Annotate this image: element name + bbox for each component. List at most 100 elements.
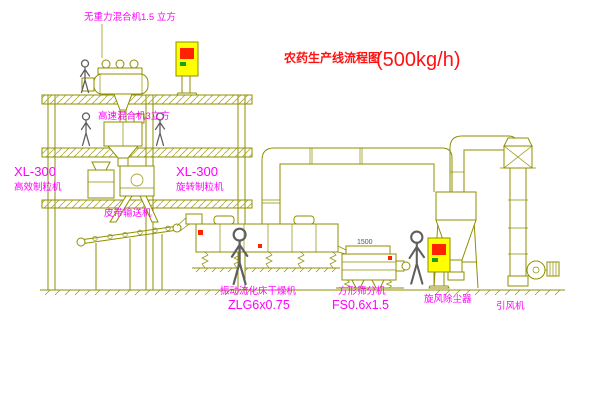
sieve-decks bbox=[342, 261, 396, 271]
fan-motor-fins bbox=[545, 262, 557, 276]
sieve-discharge-cone bbox=[371, 279, 385, 289]
label-square-sieve-model: FS0.6x1.5 bbox=[332, 298, 389, 312]
sieve-indicator bbox=[388, 256, 392, 260]
title-block: 农药生产线流程图 (500kg/h) bbox=[283, 49, 461, 71]
belt-roller bbox=[107, 233, 113, 240]
mixer-discharge-cone bbox=[113, 93, 133, 111]
duct2-inner-wall bbox=[463, 149, 507, 192]
cabinet2-screen bbox=[432, 244, 446, 255]
dryer-springs bbox=[201, 251, 337, 269]
hs-mixer-pipe bbox=[117, 157, 129, 167]
control-cabinet-2 bbox=[427, 237, 451, 289]
granulator-left bbox=[87, 161, 115, 199]
cyclone-drop-pipe bbox=[449, 259, 463, 273]
dryer-top-port bbox=[293, 215, 315, 225]
sieve-discharge-cone bbox=[351, 279, 365, 289]
dryer-top-port bbox=[213, 215, 235, 225]
dryer-indicator bbox=[258, 244, 262, 248]
belt-roller bbox=[92, 235, 98, 242]
high-speed-mixer bbox=[103, 113, 145, 167]
label-fluid-bed-dryer: 振动流化床干燥机 bbox=[220, 285, 297, 297]
label-gravity-free-mixer: 无重力混合机1.5 立方 bbox=[84, 11, 176, 23]
mixer-port bbox=[129, 59, 139, 69]
cyclone-rotary-valve bbox=[447, 271, 465, 281]
label-induced-draft-fan: 引风机 bbox=[496, 300, 525, 312]
belt-pulley-head bbox=[172, 223, 182, 233]
belt-roller bbox=[165, 225, 171, 231]
label-center-granulator-name: 旋转制粒机 bbox=[176, 181, 224, 193]
diagram-title: 农药生产线流程图 bbox=[283, 50, 380, 65]
ground-hatching-right bbox=[434, 289, 561, 296]
duct-outer-wall bbox=[261, 147, 453, 224]
dryer-inlet-hopper bbox=[185, 213, 203, 225]
floor-slab-1 bbox=[41, 94, 253, 105]
mixer-port bbox=[115, 59, 125, 69]
cabinet2-stand bbox=[433, 272, 445, 286]
ground bbox=[40, 267, 565, 296]
sieve-inlet bbox=[345, 245, 391, 255]
gravity-free-mixer bbox=[81, 24, 149, 123]
belt-frame bbox=[79, 225, 179, 245]
diagram-capacity: (500kg/h) bbox=[376, 49, 461, 71]
granulator-left-hopper bbox=[91, 161, 111, 171]
granulator-center-body bbox=[119, 165, 155, 197]
granulator-left-body bbox=[87, 169, 115, 199]
label-high-speed-mixer: 高速混合机3立方 bbox=[98, 110, 170, 122]
stack-flanges bbox=[508, 199, 528, 255]
floor-slab-2 bbox=[41, 147, 253, 158]
belt-roller bbox=[137, 229, 143, 235]
granulator-center bbox=[109, 165, 159, 223]
sieve-body bbox=[341, 253, 397, 281]
control-cabinet-1 bbox=[175, 41, 199, 96]
fan-hub bbox=[532, 266, 540, 274]
sieve-motor bbox=[401, 261, 411, 271]
belt-legs bbox=[95, 234, 163, 290]
dryer-outlet-chute bbox=[337, 245, 347, 255]
dryer-body bbox=[195, 223, 339, 253]
label-fluid-bed-dryer-model: ZLG6x0.75 bbox=[228, 298, 290, 312]
mixer-port bbox=[101, 59, 111, 69]
belt-roller bbox=[122, 231, 128, 238]
label-center-granulator-model: XL-300 bbox=[176, 164, 218, 179]
belt-roller bbox=[152, 227, 158, 233]
cabinet-indicator bbox=[180, 62, 186, 66]
worker-figure bbox=[80, 112, 92, 147]
ground-hatching-left bbox=[44, 289, 251, 296]
labels: 无重力混合机1.5 立方 高速混合机3立方 XL-300 高效制粒机 XL-30… bbox=[14, 11, 525, 312]
cabinet-screen bbox=[180, 48, 194, 59]
cyclone-cylinder bbox=[435, 191, 477, 221]
stack-bracing bbox=[500, 145, 536, 169]
cyclone-dust-collector bbox=[433, 191, 479, 289]
label-left-granulator-model: XL-300 bbox=[14, 164, 56, 179]
fluid-bed-dryer bbox=[185, 213, 347, 269]
induced-draft-fan-unit bbox=[500, 137, 560, 287]
stack-duct bbox=[509, 168, 527, 276]
granulator-chute-left bbox=[109, 195, 133, 223]
cabinet2-indicator bbox=[432, 258, 438, 262]
worker-figure bbox=[408, 230, 426, 285]
granulator-chute-right bbox=[139, 195, 159, 223]
granulator-center-drum bbox=[130, 173, 144, 187]
dimension-sieve-feed: 1500 bbox=[357, 239, 373, 246]
dryer-sight-glass bbox=[198, 230, 203, 235]
fan-inlet-box bbox=[507, 275, 529, 287]
cabinet-stand bbox=[181, 76, 191, 93]
mixer-body bbox=[93, 73, 149, 95]
duct-flanges bbox=[262, 148, 363, 204]
belt-conveyor bbox=[76, 215, 193, 290]
mixer-top-cover bbox=[97, 67, 143, 75]
belt-pulley-tail bbox=[76, 237, 86, 247]
label-cyclone: 旋风除尘器 bbox=[424, 293, 472, 305]
cabinet2-base bbox=[428, 285, 450, 289]
fan-scroll bbox=[526, 260, 546, 280]
mixer-end-caps bbox=[99, 74, 143, 94]
exhaust-duct-to-cyclone bbox=[261, 147, 453, 224]
label-square-sieve: 方形筛分机 bbox=[338, 285, 386, 297]
cabinet-base bbox=[176, 92, 198, 96]
square-sieve bbox=[341, 245, 411, 289]
stack-cap bbox=[503, 137, 533, 147]
label-belt-conveyor: 皮带输送机 bbox=[104, 207, 152, 219]
dryer-base-hatching bbox=[195, 267, 337, 273]
